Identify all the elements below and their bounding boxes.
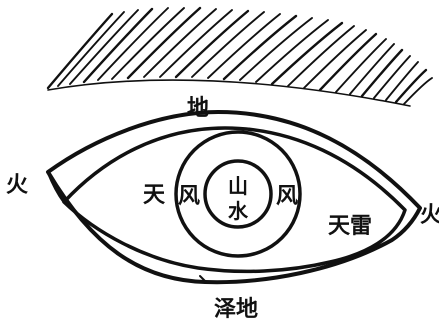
eyebrow-stroke bbox=[208, 14, 280, 78]
eyebrow-stroke bbox=[144, 9, 216, 77]
eyebrow-stroke bbox=[304, 30, 366, 88]
label-top: 地 bbox=[187, 95, 209, 121]
label-right-white: 天雷 bbox=[328, 213, 372, 239]
label-right-corner: 火 bbox=[420, 202, 439, 228]
eyebrow-stroke bbox=[272, 23, 342, 84]
eyebrow-stroke bbox=[224, 16, 296, 79]
eyebrow-stroke bbox=[320, 34, 376, 90]
label-right-ring: 风 bbox=[276, 183, 298, 209]
label-bottom: 泽地 bbox=[214, 296, 258, 322]
eyebrow bbox=[48, 8, 432, 106]
eyebrow-stroke bbox=[288, 26, 354, 86]
label-left-white: 天 bbox=[143, 182, 166, 208]
label-center-top: 山 bbox=[228, 174, 248, 198]
eyebrow-stroke bbox=[128, 8, 200, 78]
eyebrow-stroke bbox=[256, 20, 328, 82]
left-corner-flick bbox=[48, 172, 64, 202]
label-left-corner: 火 bbox=[6, 172, 28, 198]
eyebrow-stroke bbox=[240, 18, 312, 80]
eyebrow-stroke bbox=[404, 78, 432, 104]
eyebrow-base-stroke bbox=[48, 80, 410, 106]
label-left-ring: 风 bbox=[178, 183, 200, 209]
eyebrow-stroke bbox=[48, 14, 112, 88]
label-center-bottom: 水 bbox=[228, 199, 249, 223]
eyebrow-stroke bbox=[112, 8, 184, 79]
